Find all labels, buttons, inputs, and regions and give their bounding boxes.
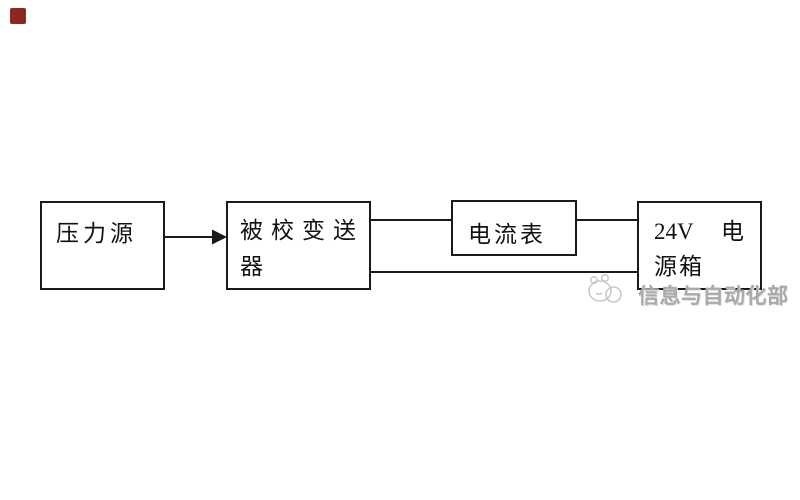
transmitter-label-line1: 被校变送 — [240, 218, 364, 243]
box-power-supply: 24V 电 源箱 — [637, 201, 762, 290]
transmitter-label-line2: 器 — [240, 254, 263, 279]
watermark-logo-icon — [588, 274, 622, 303]
box-pressure-source: 压力源 — [40, 201, 165, 290]
pressure-source-label: 压力源 — [56, 221, 137, 246]
power-supply-label-line1: 24V 电 — [654, 214, 744, 249]
box-transmitter: 被校变送 器 — [226, 201, 371, 290]
red-corner-mark — [10, 8, 26, 24]
ammeter-label: 电流表 — [468, 222, 546, 247]
watermark-text: 信息与自动化部 — [638, 284, 789, 308]
connector-arrowhead — [212, 229, 227, 245]
power-supply-voltage: 24V — [654, 219, 694, 244]
box-ammeter: 电流表 — [451, 200, 577, 256]
power-supply-label-line2: 源箱 — [654, 254, 704, 279]
power-supply-char: 电 — [721, 219, 744, 244]
